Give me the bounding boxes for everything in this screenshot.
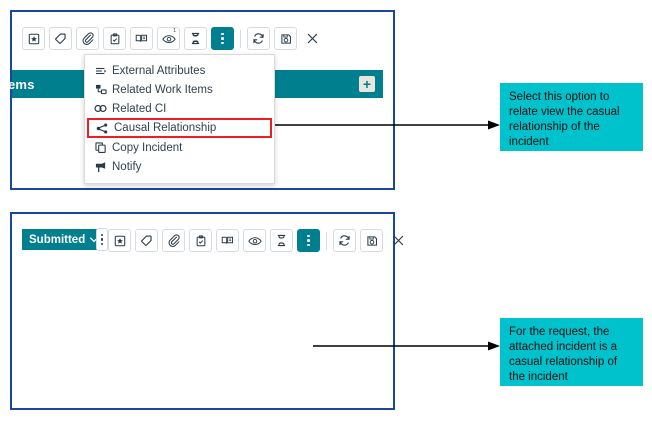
related-ci-icon xyxy=(93,104,108,113)
clipboard-icon[interactable] xyxy=(103,27,126,50)
menu-item-external-attributes[interactable]: External Attributes xyxy=(85,61,274,80)
tag-icon[interactable] xyxy=(135,229,158,252)
menu-item-label: Causal Relationship xyxy=(114,122,217,134)
callout-request-relationship: For the request, the attached incident i… xyxy=(500,318,643,386)
add-note-icon[interactable] xyxy=(22,27,45,50)
refresh-icon[interactable] xyxy=(333,229,356,252)
hourglass-icon[interactable] xyxy=(184,27,207,50)
tag-icon[interactable] xyxy=(49,27,72,50)
annotation-arrow-top xyxy=(232,120,500,130)
save-icon[interactable] xyxy=(360,229,383,252)
menu-item-related-work-items[interactable]: Related Work Items xyxy=(85,80,274,99)
menu-item-label: Copy Incident xyxy=(112,141,183,154)
external-attributes-icon xyxy=(93,66,108,76)
causal-relationship-icon xyxy=(95,122,110,134)
clipboard-icon[interactable] xyxy=(189,229,212,252)
attachment-icon[interactable] xyxy=(162,229,185,252)
close-icon[interactable] xyxy=(301,27,324,50)
more-options-dots xyxy=(307,234,310,247)
hourglass-icon[interactable] xyxy=(270,229,293,252)
menu-item-notify[interactable]: Notify xyxy=(85,157,274,176)
row-more-options-dots xyxy=(100,233,104,246)
more-options-dropdown-menu[interactable]: External Attributes Related Work Items R… xyxy=(84,54,275,184)
book-icon[interactable] xyxy=(130,27,153,50)
menu-item-label: Related CI xyxy=(112,102,167,115)
related-work-items-icon xyxy=(93,84,108,95)
more-options-icon[interactable] xyxy=(211,27,234,50)
refresh-icon[interactable] xyxy=(247,27,270,50)
add-related-item-button[interactable]: + xyxy=(359,76,375,92)
section-bar-title: ems xyxy=(8,76,35,92)
menu-item-label: Related Work Items xyxy=(112,83,213,96)
annotation-arrow-bottom xyxy=(313,341,500,351)
toolbar-divider xyxy=(326,231,327,250)
add-note-icon[interactable] xyxy=(108,229,131,252)
top-toolbar: 1 xyxy=(22,27,324,50)
eye-icon[interactable] xyxy=(243,229,266,252)
more-options-dots xyxy=(221,32,224,45)
close-icon[interactable] xyxy=(387,229,410,252)
notify-icon xyxy=(93,161,108,173)
menu-item-label: Notify xyxy=(112,160,142,173)
more-options-icon[interactable] xyxy=(297,229,320,252)
callout-select-option: Select this option to relate view the ca… xyxy=(500,83,643,151)
toolbar-divider xyxy=(240,29,241,48)
menu-item-causal-relationship[interactable]: Causal Relationship xyxy=(87,118,272,138)
book-icon[interactable] xyxy=(216,229,239,252)
attachment-icon[interactable] xyxy=(76,27,99,50)
status-dropdown-button[interactable]: Submitted xyxy=(22,229,106,250)
menu-item-related-ci[interactable]: Related CI xyxy=(85,99,274,118)
row-more-options-icon[interactable] xyxy=(96,228,108,251)
save-icon[interactable] xyxy=(274,27,297,50)
eye-icon-badge: 1 xyxy=(173,28,176,34)
menu-item-label: External Attributes xyxy=(112,64,206,77)
status-label: Submitted xyxy=(29,233,86,246)
bottom-toolbar xyxy=(108,229,410,252)
menu-item-copy-incident[interactable]: Copy Incident xyxy=(85,138,274,157)
eye-icon[interactable]: 1 xyxy=(157,27,180,50)
copy-incident-icon xyxy=(93,142,108,153)
